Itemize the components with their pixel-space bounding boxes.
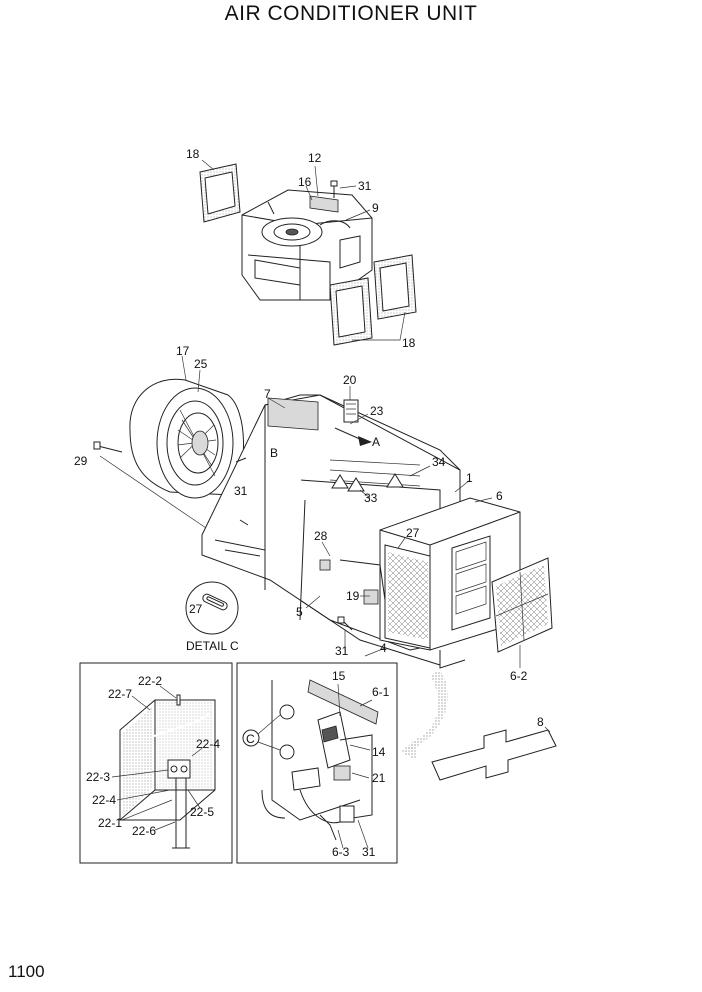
label-9: 9 (372, 201, 379, 215)
label-12: 12 (308, 151, 322, 165)
wiring-detail-box (236, 662, 398, 864)
label-18: 18 (402, 336, 416, 350)
flow-arrow (405, 670, 448, 752)
label-20: 20 (343, 373, 357, 387)
detail-c-label: DETAIL C (186, 639, 239, 653)
view-letter-b: B (270, 446, 278, 460)
page-title: AIR CONDITIONER UNIT (224, 2, 478, 25)
label-22-2: 22-2 (138, 674, 162, 688)
label-8: 8 (537, 715, 544, 729)
evaporator-detail-box (79, 662, 233, 864)
label-6-2: 6-2 (510, 669, 528, 683)
label-6-1: 6-1 (372, 685, 390, 699)
label-22-7: 22-7 (108, 687, 132, 701)
label-22-3: 22-3 (86, 770, 110, 784)
label-5: 5 (296, 605, 303, 619)
label-18: 18 (186, 147, 200, 161)
label-31: 31 (234, 484, 248, 498)
label-6: 6 (496, 489, 503, 503)
label-6-3: 6-3 (332, 845, 350, 859)
label-31: 31 (358, 179, 372, 193)
blower-motor-17 (129, 378, 245, 499)
label-31: 31 (335, 644, 349, 658)
part-labels: 18 12 16 31 9 18 17 25 7 20 23 A B 29 34… (74, 147, 544, 859)
label-27: 27 (189, 602, 203, 616)
label-22-1: 22-1 (98, 816, 122, 830)
label-29: 29 (74, 454, 88, 468)
label-15: 15 (332, 669, 346, 683)
label-16: 16 (298, 175, 312, 189)
detail-c-view (185, 581, 239, 635)
label-28: 28 (314, 529, 328, 543)
view-letter-a: A (372, 435, 380, 449)
label-25: 25 (194, 357, 208, 371)
label-14: 14 (372, 745, 386, 759)
label-31: 31 (362, 845, 376, 859)
page-number: 1100 (8, 962, 45, 981)
gasket-18-left (199, 163, 241, 223)
label-4: 4 (380, 641, 387, 655)
label-34: 34 (432, 455, 446, 469)
label-7: 7 (264, 387, 271, 401)
label-33: 33 (364, 491, 378, 505)
label-22-5: 22-5 (190, 805, 214, 819)
label-21: 21 (372, 771, 386, 785)
filter-8 (431, 726, 557, 781)
label-22-6: 22-6 (132, 824, 156, 838)
main-unit-assembly (93, 355, 553, 669)
label-22-4: 22-4 (196, 737, 220, 751)
label-27: 27 (406, 526, 420, 540)
label-17: 17 (176, 344, 190, 358)
label-23: 23 (370, 404, 384, 418)
callout-letter-c: C (246, 732, 255, 746)
gasket-18-right (329, 254, 417, 346)
blower-housing-assembly (199, 159, 417, 346)
label-19: 19 (346, 589, 360, 603)
label-22-4: 22-4 (92, 793, 116, 807)
label-1: 1 (466, 471, 473, 485)
